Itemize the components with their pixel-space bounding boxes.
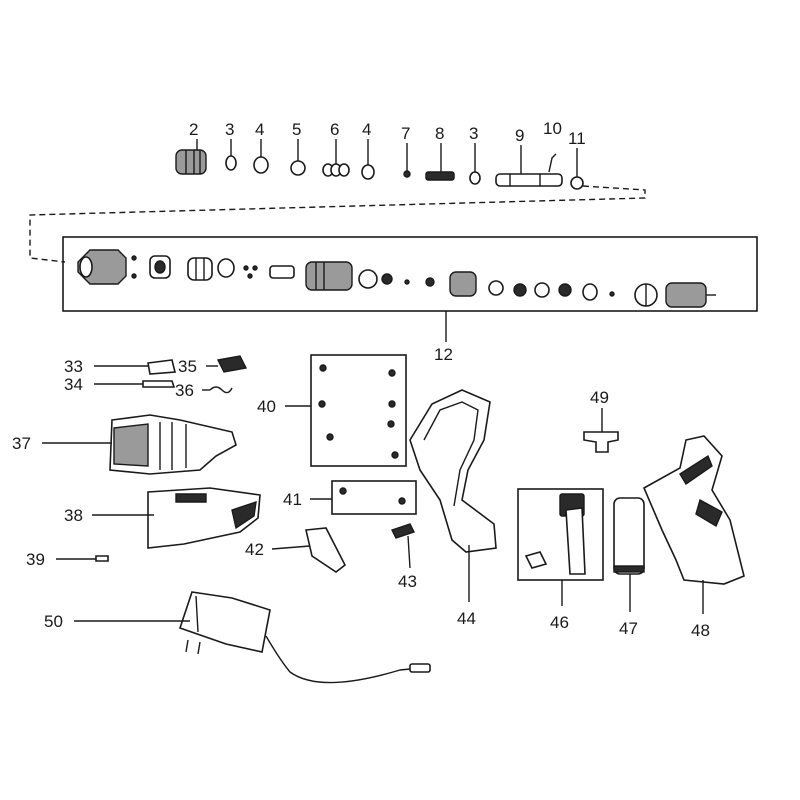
- part-3-ring-b: [469, 171, 481, 185]
- part-10-pin: [548, 153, 557, 173]
- label-37: 37: [12, 434, 31, 453]
- part-34: [142, 380, 176, 388]
- label-8: 8: [435, 124, 444, 143]
- label-7: 7: [401, 124, 410, 143]
- part-39: [95, 555, 109, 562]
- part-36: [209, 386, 233, 394]
- part-labels: 2 3 4 5 6 4 7 8 3 9 10 11 12 33 34 35 36…: [12, 119, 710, 640]
- label-50: 50: [44, 612, 63, 631]
- label-3b: 3: [469, 124, 478, 143]
- part-11-washer: [570, 176, 584, 190]
- label-49: 49: [590, 388, 609, 407]
- part-37-housing: [109, 414, 237, 475]
- top-row-parts: [175, 149, 584, 190]
- assembly-12-box: [62, 236, 758, 312]
- assembly-12-parts: [77, 249, 716, 308]
- label-43: 43: [398, 572, 417, 591]
- part-8-spring: [425, 171, 455, 181]
- part-2: [175, 149, 207, 175]
- part-40-screws: [318, 364, 399, 459]
- label-6: 6: [330, 120, 339, 139]
- label-11: 11: [568, 129, 586, 148]
- part-49: [583, 431, 619, 453]
- label-39: 39: [26, 550, 45, 569]
- label-47: 47: [619, 619, 638, 638]
- label-2: 2: [189, 120, 198, 139]
- part-9-shaft: [495, 173, 563, 187]
- label-44: 44: [457, 609, 476, 628]
- part-40-box: [310, 354, 407, 467]
- label-4: 4: [255, 120, 264, 139]
- part-48-handle: [642, 435, 745, 585]
- part-41-box: [331, 480, 417, 515]
- label-38: 38: [64, 506, 83, 525]
- part-4-ring: [253, 156, 269, 174]
- label-34: 34: [64, 375, 83, 394]
- part-46-parts: [524, 493, 586, 575]
- label-36: 36: [175, 381, 194, 400]
- label-41: 41: [283, 490, 302, 509]
- label-48: 48: [691, 621, 710, 640]
- part-33: [147, 359, 177, 375]
- part-43-spring: [391, 523, 415, 539]
- part-5-ring: [290, 160, 306, 176]
- part-47-battery: [613, 497, 645, 575]
- part-6-spring: [322, 163, 350, 177]
- part-7-ball: [403, 170, 411, 178]
- part-50-charger: [178, 591, 431, 684]
- dashed-connector: [29, 185, 646, 263]
- part-3-ring: [225, 155, 237, 171]
- label-3: 3: [225, 120, 234, 139]
- label-4b: 4: [362, 120, 371, 139]
- part-44-shell: [409, 389, 497, 553]
- label-33: 33: [64, 357, 83, 376]
- label-9: 9: [515, 126, 524, 145]
- part-35: [216, 355, 248, 373]
- top-row-leaders: [196, 139, 578, 177]
- part-46-box: [517, 488, 604, 581]
- part-38-cover: [147, 487, 261, 549]
- label-46: 46: [550, 613, 569, 632]
- label-35: 35: [178, 357, 197, 376]
- part-42: [305, 527, 347, 573]
- label-12: 12: [434, 345, 453, 364]
- label-5: 5: [292, 120, 301, 139]
- label-42: 42: [245, 540, 264, 559]
- label-10: 10: [543, 119, 562, 138]
- label-40: 40: [257, 397, 276, 416]
- part-4-ring-b: [361, 164, 375, 180]
